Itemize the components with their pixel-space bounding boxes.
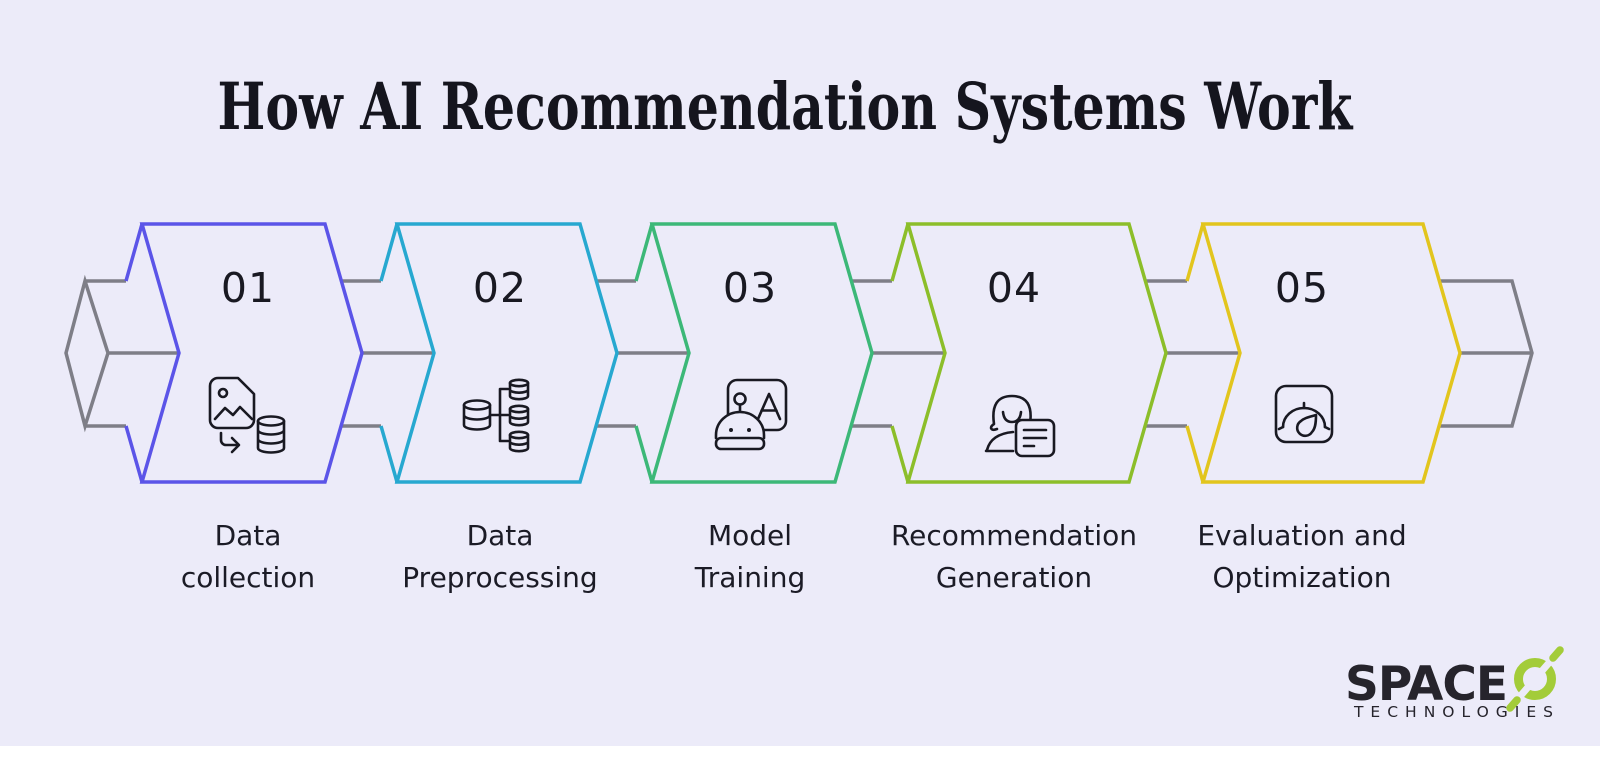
step-label-line2: Training (694, 561, 805, 594)
step-3: 03 Model Training (634, 222, 874, 594)
step-chevron (649, 222, 874, 484)
connector-2 (596, 279, 689, 428)
step-label-line2: Optimization (1212, 561, 1391, 594)
connector-1 (341, 279, 434, 428)
step-5: 05 Evaluation and Optimization (1185, 222, 1462, 594)
connector-start-box (64, 274, 179, 433)
logo-brand-text: SPACE (1345, 657, 1507, 712)
step-fold-lines (379, 223, 399, 483)
connector-lines (64, 274, 1534, 433)
step-label-line2: Generation (936, 561, 1092, 594)
logo: SPACE TECHNOLOGIES (1345, 646, 1564, 721)
step-fold-lines (634, 223, 654, 483)
step-chevron (1200, 222, 1462, 484)
step-2: 02 Data Preprocessing (379, 222, 619, 594)
agent-list-icon (984, 394, 1056, 458)
image-to-database-icon (208, 376, 286, 454)
step-fold-lines (890, 223, 910, 483)
step-4: 04 Recommendation Generation (890, 222, 1168, 594)
step-label-line2: collection (181, 561, 315, 594)
step-number: 03 (723, 264, 777, 312)
robot-screen-icon (714, 378, 788, 451)
bottom-strip (0, 746, 1600, 760)
step-fold-lines (124, 223, 144, 483)
step-label-line1: Data (215, 519, 282, 552)
step-label-line1: Data (467, 519, 534, 552)
step-chevron (394, 222, 619, 484)
step-label-line2: Preprocessing (402, 561, 597, 594)
page-title: How AI Recommendation Systems Work (218, 69, 1355, 145)
connector-3 (851, 279, 945, 428)
step-label-line1: Evaluation and (1197, 519, 1406, 552)
step-label-line1: Recommendation (891, 519, 1137, 552)
gauge-icon (1274, 384, 1334, 444)
logo-subtext: TECHNOLOGIES (1353, 703, 1560, 721)
step-chevron (905, 222, 1168, 484)
step-number: 05 (1275, 264, 1329, 312)
step-fold-lines (1185, 223, 1205, 483)
database-split-icon (462, 378, 530, 453)
step-number: 01 (221, 264, 275, 312)
step-chevron (139, 222, 364, 484)
step-1: 01 Data collection (124, 222, 364, 594)
connector-4 (1145, 279, 1240, 428)
step-number: 02 (473, 264, 527, 312)
connector-end-box (1439, 279, 1534, 428)
logo-slashed-o-mark (1506, 646, 1564, 712)
step-label-line1: Model (708, 519, 792, 552)
step-number: 04 (987, 264, 1041, 312)
